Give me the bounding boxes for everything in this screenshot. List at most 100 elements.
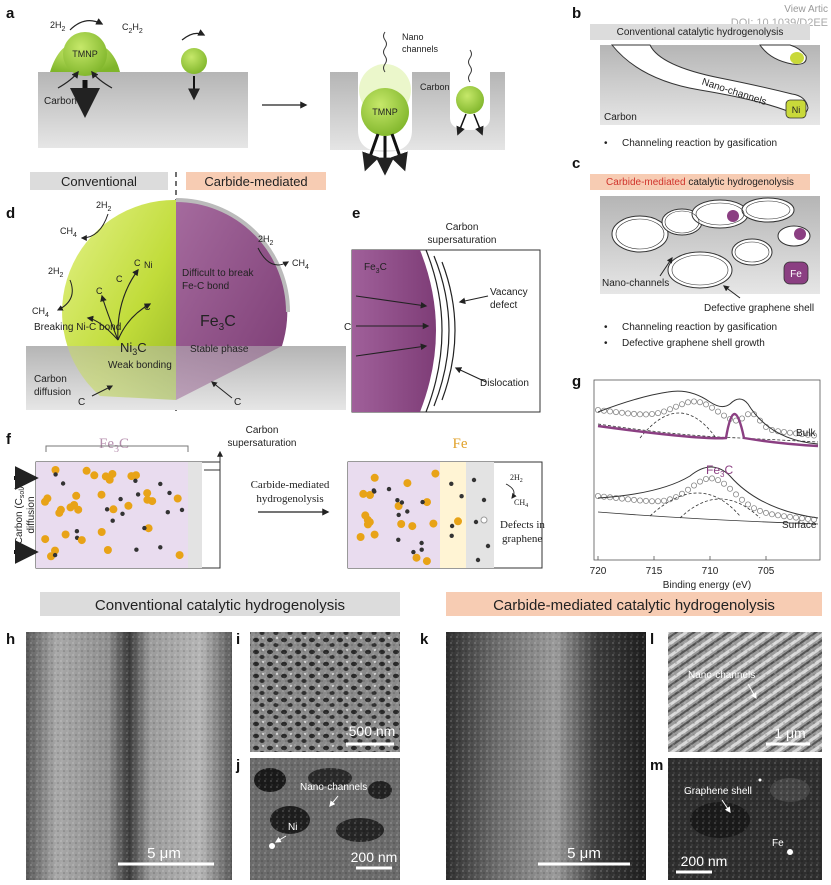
svg-text:500 nm: 500 nm	[349, 723, 396, 739]
xps-data-point	[673, 494, 680, 501]
view-article-link[interactable]: View Artic	[784, 4, 828, 15]
iron-atom-dot	[412, 553, 421, 562]
xps-data-point	[757, 417, 764, 424]
svg-text:Carbon: Carbon	[420, 82, 450, 92]
svg-text:Vacancy: Vacancy	[490, 287, 528, 298]
xps-data-point	[613, 494, 620, 501]
carbon-atom-dot	[396, 512, 401, 518]
sem-panel-i: 500 nm	[250, 632, 400, 752]
svg-text:CH4: CH4	[292, 258, 309, 271]
xps-data-point	[703, 475, 710, 482]
xps-data-point	[625, 496, 632, 503]
svg-text:5 μm: 5 μm	[147, 845, 181, 862]
iron-atom-dot	[370, 530, 379, 539]
xps-curve	[597, 466, 819, 519]
carbon-atom-dot	[74, 529, 80, 534]
xps-data-point	[655, 498, 662, 505]
svg-text:diffusion: diffusion	[34, 387, 71, 398]
iron-atom-dot	[124, 501, 133, 510]
svg-text:C: C	[96, 286, 103, 296]
iron-atom-dot	[144, 524, 153, 533]
svg-text:CH4: CH4	[32, 306, 49, 319]
iron-atom-dot	[47, 552, 55, 561]
xps-data-point	[745, 411, 752, 418]
svg-text:•: •	[604, 322, 608, 333]
xps-data-point	[667, 406, 674, 413]
xps-data-point	[781, 428, 788, 435]
xps-data-point	[787, 429, 794, 436]
xps-data-point	[715, 408, 722, 415]
xps-data-point	[643, 411, 650, 418]
xps-data-point	[739, 496, 746, 503]
svg-text:Defects in: Defects in	[500, 519, 545, 531]
svg-text:Binding energy (eV): Binding energy (eV)	[663, 580, 751, 591]
carbon-atom-dot	[52, 552, 58, 558]
svg-text:2H2: 2H2	[510, 473, 523, 484]
xps-data-point	[595, 492, 602, 499]
svg-text:CH4: CH4	[60, 226, 77, 239]
xps-data-point	[661, 408, 668, 415]
svg-text:Defective graphene shell growt: Defective graphene shell growth	[622, 338, 765, 349]
carbon-atom-dot	[133, 478, 138, 483]
carbon-atom-dot	[110, 518, 115, 523]
svg-text:Conventional: Conventional	[61, 174, 137, 189]
xps-data-point	[637, 497, 644, 504]
panel-d: Conventional Carbide-mediated 2H2 CH4 2H…	[26, 172, 346, 412]
svg-text:TMNP: TMNP	[72, 49, 98, 59]
xps-data-point	[751, 411, 758, 418]
svg-text:channels: channels	[402, 44, 439, 54]
svg-text:Nano-channels: Nano-channels	[300, 782, 367, 793]
svg-text:Carbon: Carbon	[246, 425, 279, 436]
panel-label-i: i	[236, 631, 240, 648]
iron-atom-dot	[143, 489, 152, 498]
xps-data-point	[607, 408, 614, 415]
svg-text:Difficult to break: Difficult to break	[182, 268, 255, 279]
xps-data-point	[679, 490, 686, 497]
xps-data-point	[667, 496, 674, 503]
svg-text:2H2: 2H2	[96, 200, 112, 213]
svg-text:graphene: graphene	[502, 533, 542, 545]
svg-text:Nano-channels: Nano-channels	[688, 670, 755, 681]
xps-data-point	[799, 431, 806, 438]
panel-b: Conventional catalytic hydrogenolysis Ni…	[590, 24, 820, 149]
panel-label-h: h	[6, 631, 15, 648]
iron-atom-dot	[361, 511, 370, 520]
iron-atom-dot	[422, 557, 431, 566]
carbon-atom-dot	[481, 497, 487, 503]
iron-atom-dot	[423, 498, 431, 507]
xps-data-point	[709, 475, 716, 482]
xps-data-point	[781, 513, 788, 520]
carbon-atom-dot	[386, 486, 392, 492]
xps-data-point	[703, 401, 710, 408]
iron-atom-dot	[143, 495, 152, 504]
carbon-atom-dot	[372, 489, 377, 494]
svg-text:2H2: 2H2	[48, 266, 64, 279]
xps-data-point	[721, 480, 728, 487]
carbon-atom-dot	[179, 507, 185, 513]
carbon-atom-dot	[134, 547, 139, 552]
panel-label-d: d	[6, 205, 15, 222]
svg-text:C: C	[234, 397, 241, 408]
carbon-atom-dot	[396, 537, 401, 542]
svg-text:supersaturation: supersaturation	[428, 235, 497, 246]
carbon-atom-dot	[118, 496, 123, 502]
xps-data-point	[805, 431, 812, 438]
carbon-atom-dot	[449, 481, 454, 486]
panel-label-e: e	[352, 205, 360, 222]
xps-curve	[597, 390, 819, 445]
iron-atom-dot	[366, 491, 374, 499]
xps-data-point	[613, 409, 620, 416]
svg-text:Carbide-mediated catalytic hyd: Carbide-mediated catalytic hydrogenolysi…	[606, 177, 794, 188]
carbon-atom-dot	[419, 540, 424, 546]
carbon-atom-dot	[120, 511, 125, 516]
carbon-atom-dot	[475, 557, 481, 563]
xps-data-point	[661, 497, 668, 504]
iron-atom-dot	[61, 530, 70, 539]
svg-text:2H2: 2H2	[50, 20, 66, 33]
iron-atom-dot	[72, 491, 81, 500]
svg-text:Fe3C: Fe3C	[99, 436, 129, 455]
xps-data-point	[793, 430, 800, 437]
svg-text:Carbon: Carbon	[446, 222, 479, 233]
carbon-atom-dot	[419, 547, 424, 552]
xps-curve	[597, 511, 819, 525]
